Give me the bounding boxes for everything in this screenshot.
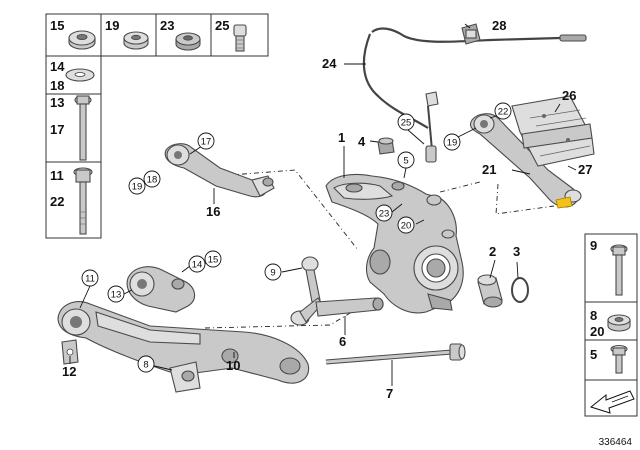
long-bolt-7 <box>325 343 466 365</box>
legend-top-row1-frame <box>45 13 269 57</box>
svg-text:9: 9 <box>270 268 275 279</box>
legend-label-8: 8 <box>590 308 597 323</box>
svg-text:14: 14 <box>192 260 203 271</box>
wheel-carrier-1 <box>325 173 464 314</box>
nut-8-image <box>607 314 631 332</box>
legend-label-19: 19 <box>105 18 119 33</box>
upper-arm-16 <box>164 143 275 198</box>
legend-top: 15 19 23 25 14 <box>45 13 269 239</box>
label-24: 24 <box>322 56 337 71</box>
callout-15: 15 <box>204 250 222 268</box>
bolt-11-image <box>73 167 93 235</box>
svg-text:11: 11 <box>85 274 95 285</box>
legend-label-11: 11 <box>50 168 64 183</box>
legend-label-18: 18 <box>50 78 64 93</box>
legend-label-9: 9 <box>590 238 597 253</box>
bracket-26 <box>511 95 595 167</box>
callout-13: 13 <box>107 285 125 303</box>
callout-11: 11 <box>81 269 99 287</box>
washer-14-image <box>65 68 95 82</box>
drawing-number: 336464 <box>599 437 633 448</box>
label-4: 4 <box>358 134 366 149</box>
svg-text:8: 8 <box>143 360 148 371</box>
callout-19-left: 19 <box>128 177 146 195</box>
callout-17: 17 <box>197 132 215 150</box>
callout-22: 22 <box>494 102 512 120</box>
legend-label-14: 14 <box>50 59 65 74</box>
callout-20: 20 <box>397 216 415 234</box>
part-labels: 1 2 3 4 6 7 10 12 16 21 24 26 27 28 <box>62 18 592 401</box>
legend-right: 9 8 20 5 <box>584 233 638 417</box>
bolt-13-image <box>74 95 92 161</box>
svg-text:23: 23 <box>379 209 390 220</box>
legend-label-13: 13 <box>50 95 64 110</box>
direction-arrow-icon <box>589 390 635 414</box>
label-1: 1 <box>338 130 345 145</box>
bolt-25-image <box>233 24 247 52</box>
label-2: 2 <box>489 244 496 259</box>
legend-label-20: 20 <box>590 324 604 339</box>
label-26: 26 <box>562 88 576 103</box>
svg-text:5: 5 <box>403 156 408 167</box>
nut-19-image <box>123 31 149 50</box>
legend-top-column-frame <box>45 55 102 239</box>
legend-right-frame <box>584 233 638 417</box>
bolt-5-image <box>610 344 628 374</box>
leader-lines <box>69 23 577 386</box>
label-28: 28 <box>492 18 506 33</box>
label-3: 3 <box>513 244 520 259</box>
callout-19-right: 19 <box>443 133 461 151</box>
bolt-9-image <box>610 244 628 296</box>
svg-text:25: 25 <box>401 118 412 129</box>
legend-label-17: 17 <box>50 122 64 137</box>
callout-8: 8 <box>137 355 155 373</box>
svg-text:17: 17 <box>201 137 212 148</box>
label-21: 21 <box>482 162 496 177</box>
legend-label-22: 22 <box>50 194 64 209</box>
svg-text:22: 22 <box>498 107 509 118</box>
pin-6 <box>315 297 384 317</box>
bracket-12 <box>61 339 79 365</box>
label-12: 12 <box>62 364 76 379</box>
legend-label-23: 23 <box>160 18 174 33</box>
legend-label-25: 25 <box>215 18 229 33</box>
grommet-4 <box>377 137 395 155</box>
callout-9: 9 <box>264 263 282 281</box>
label-16: 16 <box>206 204 220 219</box>
callout-5: 5 <box>397 151 415 169</box>
control-arm-13 <box>126 266 196 313</box>
control-arm-21 <box>469 113 582 209</box>
callout-25: 25 <box>397 113 415 131</box>
legend-label-15: 15 <box>50 18 64 33</box>
label-10: 10 <box>226 358 240 373</box>
callout-18: 18 <box>143 170 161 188</box>
highlight-marker <box>555 196 573 209</box>
lower-wishbone-10 <box>57 301 310 393</box>
nut-15-image <box>68 30 96 50</box>
nut-23-image <box>175 32 201 51</box>
label-7: 7 <box>386 386 393 401</box>
clip-28 <box>461 23 481 45</box>
svg-text:20: 20 <box>401 221 412 232</box>
svg-text:19: 19 <box>447 138 458 149</box>
svg-text:19: 19 <box>132 182 143 193</box>
callout-23: 23 <box>375 204 393 222</box>
svg-text:18: 18 <box>147 175 158 186</box>
label-27: 27 <box>578 162 592 177</box>
callout-14: 14 <box>188 255 206 273</box>
legend-label-5: 5 <box>590 347 597 362</box>
bushing-2 <box>477 274 503 308</box>
svg-text:15: 15 <box>208 255 219 266</box>
label-6: 6 <box>339 334 346 349</box>
svg-text:13: 13 <box>111 290 122 301</box>
ring-3 <box>511 277 529 303</box>
callouts: 5 25 19 22 23 20 17 18 19 9 11 13 14 15 … <box>81 102 512 373</box>
